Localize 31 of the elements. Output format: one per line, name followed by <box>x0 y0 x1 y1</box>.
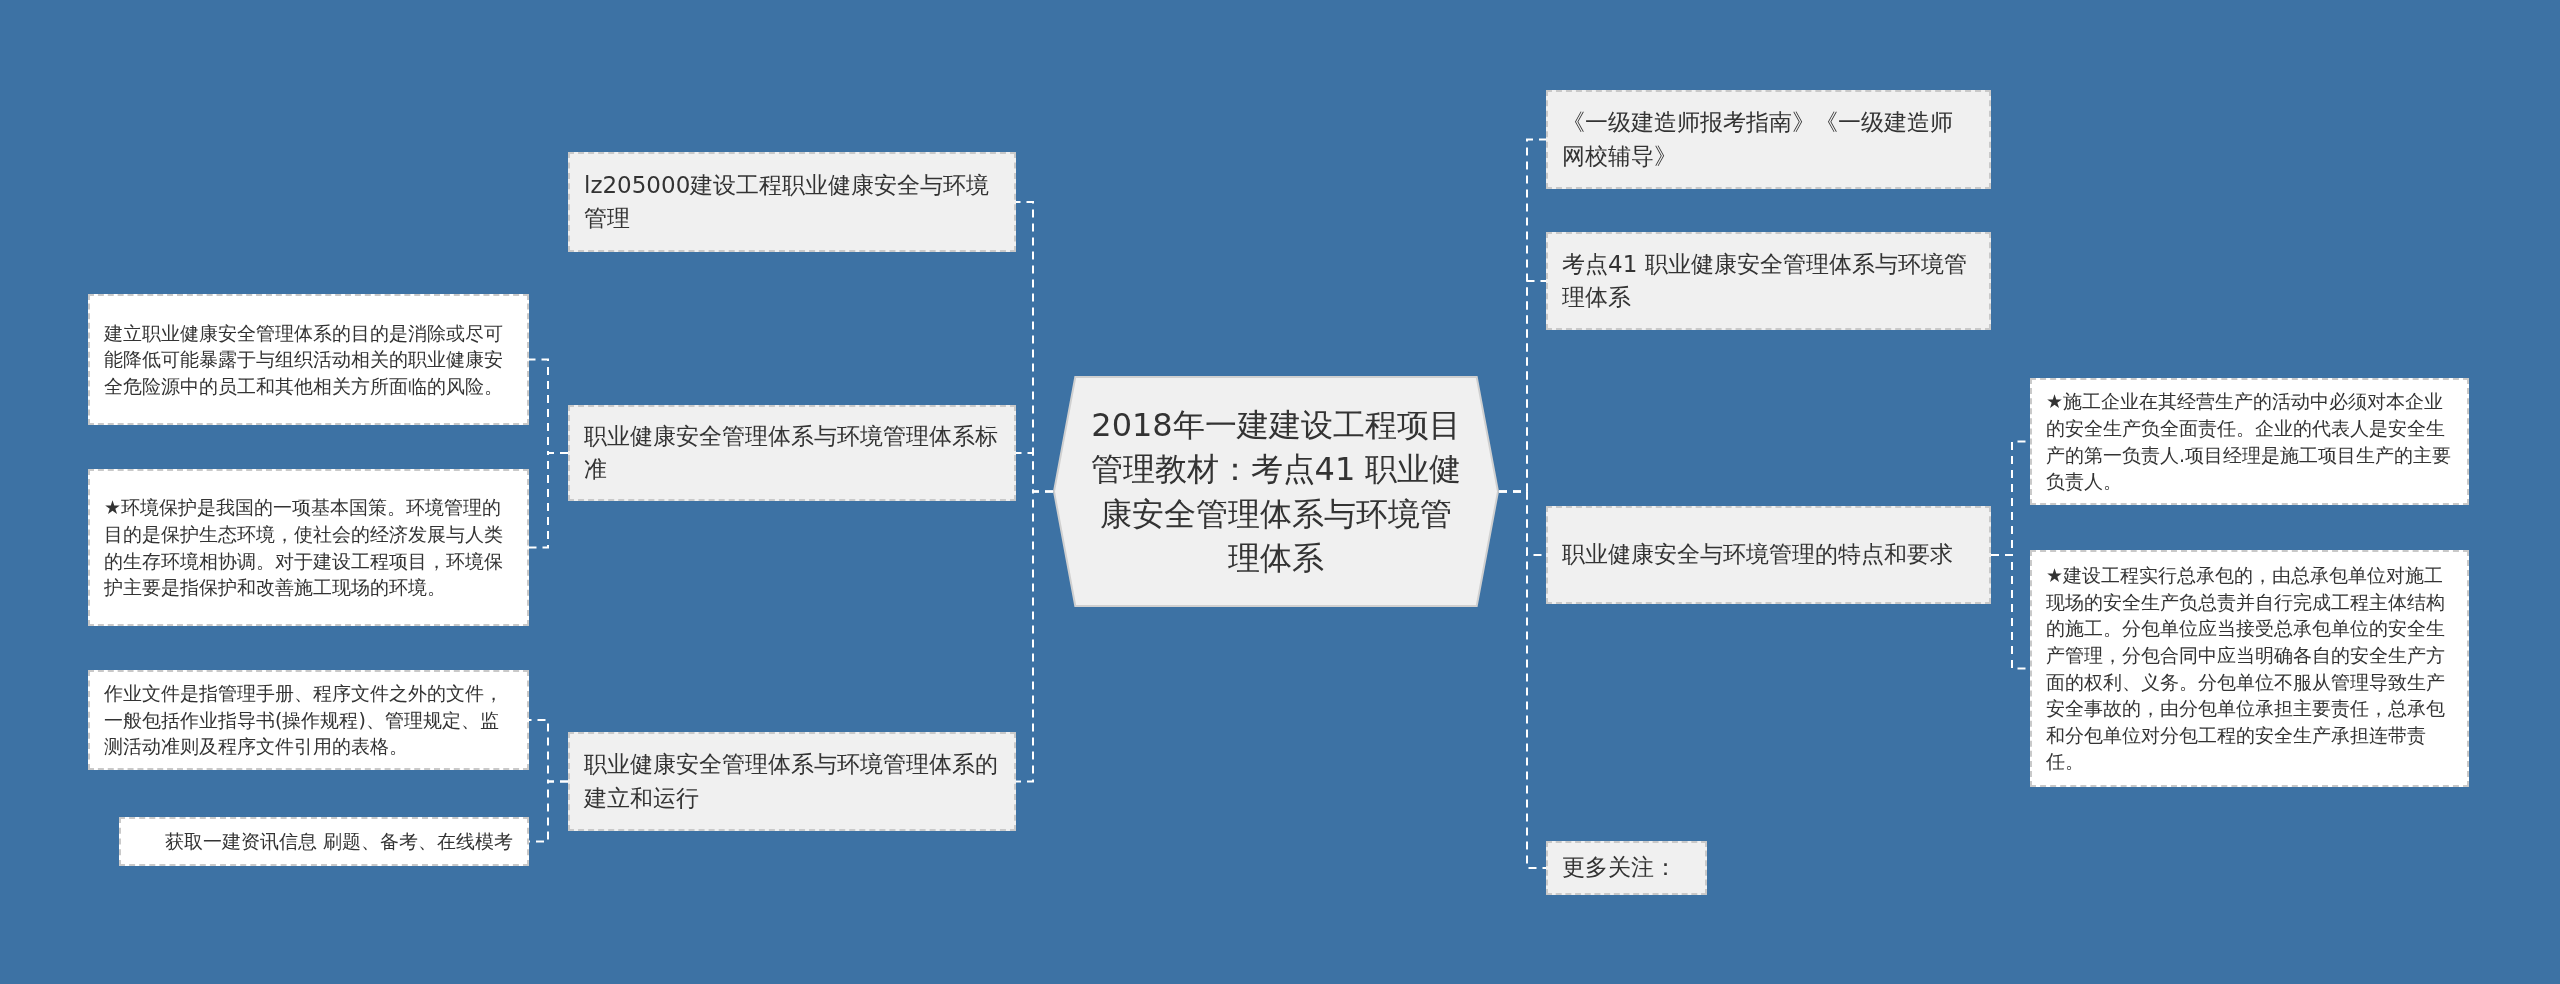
branch-text: 职业健康安全管理体系与环境管理体系的建立和运行 <box>584 750 999 813</box>
note-text: 建立职业健康安全管理体系的目的是消除或尽可能降低可能暴露于与组织活动相关的职业健康安全危险源中的员工和其他相关方所面临的风险。 <box>104 320 504 399</box>
branch-text: 更多关注： <box>1562 853 1677 883</box>
branch-box <box>1546 90 1991 189</box>
branch-box <box>1546 841 1707 895</box>
branch-box <box>1546 232 1991 330</box>
note-box <box>88 670 529 770</box>
branch-box <box>568 732 1016 831</box>
note-box <box>2030 550 2469 787</box>
branch-text: lz205000建设工程职业健康安全与环境管理 <box>584 170 991 233</box>
connector-line <box>1015 490 1054 783</box>
note-box <box>88 469 529 626</box>
branch-box <box>1546 506 1991 604</box>
note-text: ★环境保护是我国的一项基本国策。环境管理的目的是保护生态环境，使社会的经济发展与人类的生存环境相协调。对于建设工程项目，环境保护主要是指保护和改善施工现场的环境。 <box>104 495 504 601</box>
note-box <box>119 817 529 866</box>
note-box <box>2030 378 2469 505</box>
branch-text: 《一级建造师报考指南》《一级建造师网校辅导》 <box>1562 108 1954 171</box>
note-text: ★施工企业在其经营生产的活动中必须对本企业的安全生产负全面责任。企业的代表人是安全生产的第一负责人.项目经理是施工项目生产的主要负责人。 <box>2046 389 2453 495</box>
note-text: ★建设工程实行总承包的，由总承包单位对施工现场的安全生产负总责并自行完成工程主体结构的施工。分包单位应当接受总承包单位的安全生产管理，分包合同中应当明确各自的安全生产方面的权利、义务。分包单位不服从管理导致生产安全事故的，由分包单位承担主要责任，总承包和分包单位对分包工程的安全生产承担连带责任。 <box>2046 563 2446 775</box>
topic-text: 2018年一建建设工程项目管理教材：考点41 职业健康安全管理体系与环境管理体系 <box>1090 405 1462 579</box>
connector-line <box>1498 490 1547 869</box>
branch-text: 考点41 职业健康安全管理体系与环境管理体系 <box>1562 249 1968 312</box>
branch-text: 职业健康安全与环境管理的特点和要求 <box>1562 540 1953 570</box>
connector-line <box>528 452 569 549</box>
note-text: 获取一建资讯信息 刷题、备考、在线模考 <box>163 829 513 855</box>
branch-box <box>568 405 1016 501</box>
note-text: 作业文件是指管理手册、程序文件之外的文件，一般包括作业指导书(操作规程)、管理规定、监测活动准则及程序文件引用的表格。 <box>104 681 504 760</box>
branch-text: 职业健康安全管理体系与环境管理体系标准 <box>584 421 999 484</box>
note-box <box>88 294 529 425</box>
central-topic-box <box>1053 376 1499 607</box>
branch-box <box>568 152 1016 252</box>
